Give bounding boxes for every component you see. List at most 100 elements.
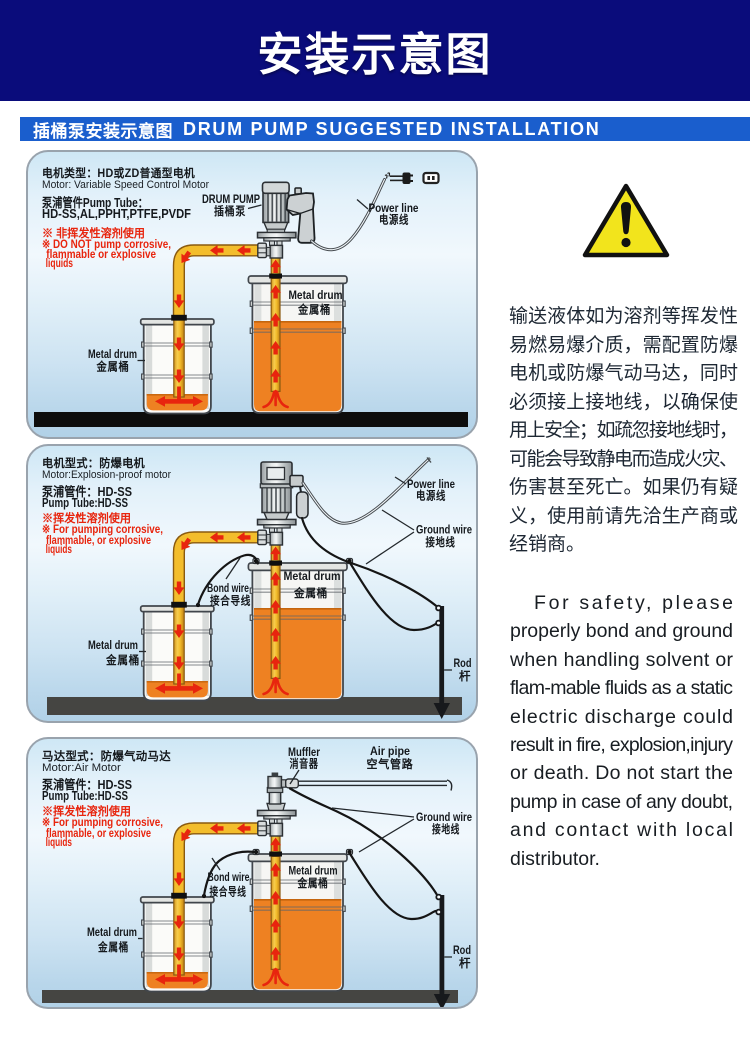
en-line: properly bond and ground bbox=[510, 620, 733, 643]
warning-en-2: flammable, or explosive bbox=[46, 534, 151, 547]
en-line: electric discharge could bbox=[510, 705, 734, 728]
en-line: or death. Do not start the bbox=[510, 762, 734, 785]
warning-triangle-icon bbox=[582, 183, 670, 258]
metal-drum-small-label: Metal drum bbox=[87, 927, 137, 939]
power-cord bbox=[310, 178, 386, 252]
safety-text-en: For safety, please properly bond and gro… bbox=[510, 589, 733, 873]
diagram1-drawing: DRUM PUMP 插桶泵 Power line 电源线 Metal drum … bbox=[34, 171, 468, 427]
warning-en-2: flammable or explosive bbox=[46, 248, 156, 261]
title-banner: 安装示意图 bbox=[0, 0, 750, 101]
ground-wire-label: Ground wire bbox=[416, 812, 472, 824]
en-line: when handling solvent or bbox=[510, 648, 734, 671]
en-line: flam-mable fluids as a static bbox=[510, 677, 733, 700]
ground-bar bbox=[47, 697, 462, 715]
pump-tube-zh: 泵浦管件：HD-SS bbox=[42, 485, 132, 499]
zh-line: 经销商。 bbox=[509, 534, 586, 555]
explosion-proof-motor bbox=[259, 461, 309, 521]
en-line: For safety, please bbox=[534, 592, 736, 614]
warning-en-3: liquids bbox=[45, 257, 73, 270]
section-title-zh: 插桶泵安装示意图 bbox=[33, 121, 173, 141]
rod-label-zh: 杆 bbox=[459, 956, 471, 970]
metal-drum-small-label-zh: 金属桶 bbox=[105, 653, 140, 667]
en-line: result in fire, explosion,injury bbox=[510, 733, 733, 756]
air-pipe-label: Air pipe bbox=[370, 746, 410, 758]
air-motor bbox=[266, 772, 453, 812]
muffler-label: Muffler bbox=[288, 747, 320, 759]
warning-zh: ※挥发性溶剂使用 bbox=[42, 805, 131, 818]
plug-icon bbox=[384, 172, 413, 184]
pump-tube-zh: 泵浦管件：HD-SS bbox=[42, 778, 132, 792]
warning-en-2: flammable, or explosive bbox=[46, 827, 151, 840]
zh-line: 易燃易爆介质，需配置防爆 bbox=[509, 334, 739, 356]
metal-drum-label-zh: 金属桶 bbox=[293, 586, 328, 600]
diagram-explosion-proof-motor: Power line 电源线 Ground wire 接地线 Bond wire… bbox=[26, 444, 478, 723]
metal-drum-label-zh: 金属桶 bbox=[297, 876, 329, 890]
power-line-cord bbox=[301, 457, 432, 525]
bond-wire-label-zh: 接合导线 bbox=[210, 594, 251, 608]
page-title: 安装示意图 bbox=[257, 29, 493, 80]
metal-drum-label-zh: 金属桶 bbox=[297, 303, 331, 317]
zh-line: 义，使用前请先洽生产商或 bbox=[509, 505, 739, 527]
power-line-label: Power line bbox=[407, 479, 455, 491]
zh-line: 电机或防爆气动马达，同时 bbox=[509, 363, 739, 384]
warning-en-1: ※ DO NOT pump corrosive, bbox=[42, 239, 171, 251]
ground-wires bbox=[288, 787, 438, 921]
diagram3-drawing: Muffler 消音器 Air pipe 空气管路 Ground wire 接地… bbox=[42, 746, 472, 1007]
rod-label: Rod bbox=[454, 658, 472, 670]
power-line-label-zh: 电源线 bbox=[416, 489, 446, 503]
bond-wire-label: Bond wire bbox=[208, 872, 250, 884]
pump-tube-en: Pump Tube:HD-SS bbox=[42, 788, 128, 803]
bond-wire-label: Bond wire bbox=[207, 583, 249, 595]
air-pipe-label-zh: 空气管路 bbox=[367, 757, 414, 771]
metal-drum-small-label-zh: 金属桶 bbox=[96, 360, 130, 374]
warning-en-1: ※ For pumping corrosive, bbox=[42, 524, 163, 536]
air-pipe-line bbox=[298, 779, 453, 791]
bond-wire bbox=[196, 553, 259, 606]
metal-drum-label: Metal drum bbox=[289, 290, 343, 302]
power-line-label-zh: 电源线 bbox=[379, 213, 409, 227]
drum-pump-label-zh: 插桶泵 bbox=[214, 204, 246, 218]
ground-wire-label: Ground wire bbox=[416, 525, 472, 537]
section-title-en: DRUM PUMP SUGGESTED INSTALLATION bbox=[183, 118, 601, 139]
rod-label: Rod bbox=[453, 945, 471, 957]
diagram3-labels: Muffler 消音器 Air pipe 空气管路 Ground wire 接地… bbox=[87, 746, 472, 970]
metal-drum-label: Metal drum bbox=[284, 571, 341, 583]
power-line-label: Power line bbox=[369, 203, 419, 215]
warning-zh: ※ 非挥发性溶剂使用 bbox=[42, 227, 145, 240]
metal-drum-small-label: Metal drum bbox=[88, 349, 137, 361]
rod-label-zh: 杆 bbox=[459, 669, 471, 683]
en-line: pump in case of any doubt, bbox=[510, 790, 733, 813]
ground-wires bbox=[300, 516, 440, 632]
diagram2-drawing: Power line 电源线 Ground wire 接地线 Bond wire… bbox=[47, 457, 472, 719]
zh-line: 伤害甚至死亡。如果仍有疑 bbox=[509, 477, 739, 498]
metal-drum-small-label-zh: 金属桶 bbox=[97, 940, 129, 954]
motor-type-zh: 电机类型：HD或ZD普通型电机 bbox=[42, 168, 195, 180]
zh-line: 输送液体如为溶剂等挥发性 bbox=[509, 306, 739, 327]
safety-text-zh: 输送液体如为溶剂等挥发性 易燃易爆介质，需配置防爆 电机或防爆气动马达，同时 必… bbox=[509, 303, 738, 560]
zh-line: 可能会导致静电而造成火灾、 bbox=[509, 448, 738, 470]
socket-icon bbox=[422, 171, 440, 185]
diagram-electric-motor: DRUM PUMP 插桶泵 Power line 电源线 Metal drum … bbox=[26, 150, 478, 439]
warning-en-3: liquids bbox=[45, 544, 72, 556]
section-header: 插桶泵安装示意图 DRUM PUMP SUGGESTED INSTALLATIO… bbox=[20, 117, 750, 141]
diagram-air-motor: Muffler 消音器 Air pipe 空气管路 Ground wire 接地… bbox=[26, 737, 478, 1009]
metal-drum-small-label: Metal drum bbox=[88, 640, 138, 652]
en-line: distributor. bbox=[510, 847, 600, 870]
ground-bar bbox=[42, 990, 458, 1003]
metal-drum-label: Metal drum bbox=[289, 866, 338, 878]
ground-wire-label-zh: 接地线 bbox=[432, 822, 460, 836]
diagram1-labels: DRUM PUMP 插桶泵 Power line 电源线 Metal drum … bbox=[88, 194, 419, 374]
diagram2-labels: Power line 电源线 Ground wire 接地线 Bond wire… bbox=[88, 476, 472, 683]
warning-zh: ※挥发性溶剂使用 bbox=[42, 512, 131, 525]
warning-en-3: liquids bbox=[45, 837, 72, 849]
muffler-label-zh: 消音器 bbox=[290, 757, 319, 771]
zh-line: 用上安全；如疏忽接地线时， bbox=[509, 420, 738, 441]
drum-pump-motor bbox=[261, 181, 316, 244]
drum-pump-label: DRUM PUMP bbox=[202, 194, 260, 206]
ground-bar bbox=[34, 412, 468, 427]
warning-en-1: ※ For pumping corrosive, bbox=[42, 817, 163, 829]
bond-wire-label-zh: 接合导线 bbox=[210, 885, 247, 899]
motor-type-zh: 马达型式：防爆气动马达 bbox=[42, 750, 171, 763]
motor-type-en: Motor:Explosion-proof motor bbox=[42, 468, 171, 481]
